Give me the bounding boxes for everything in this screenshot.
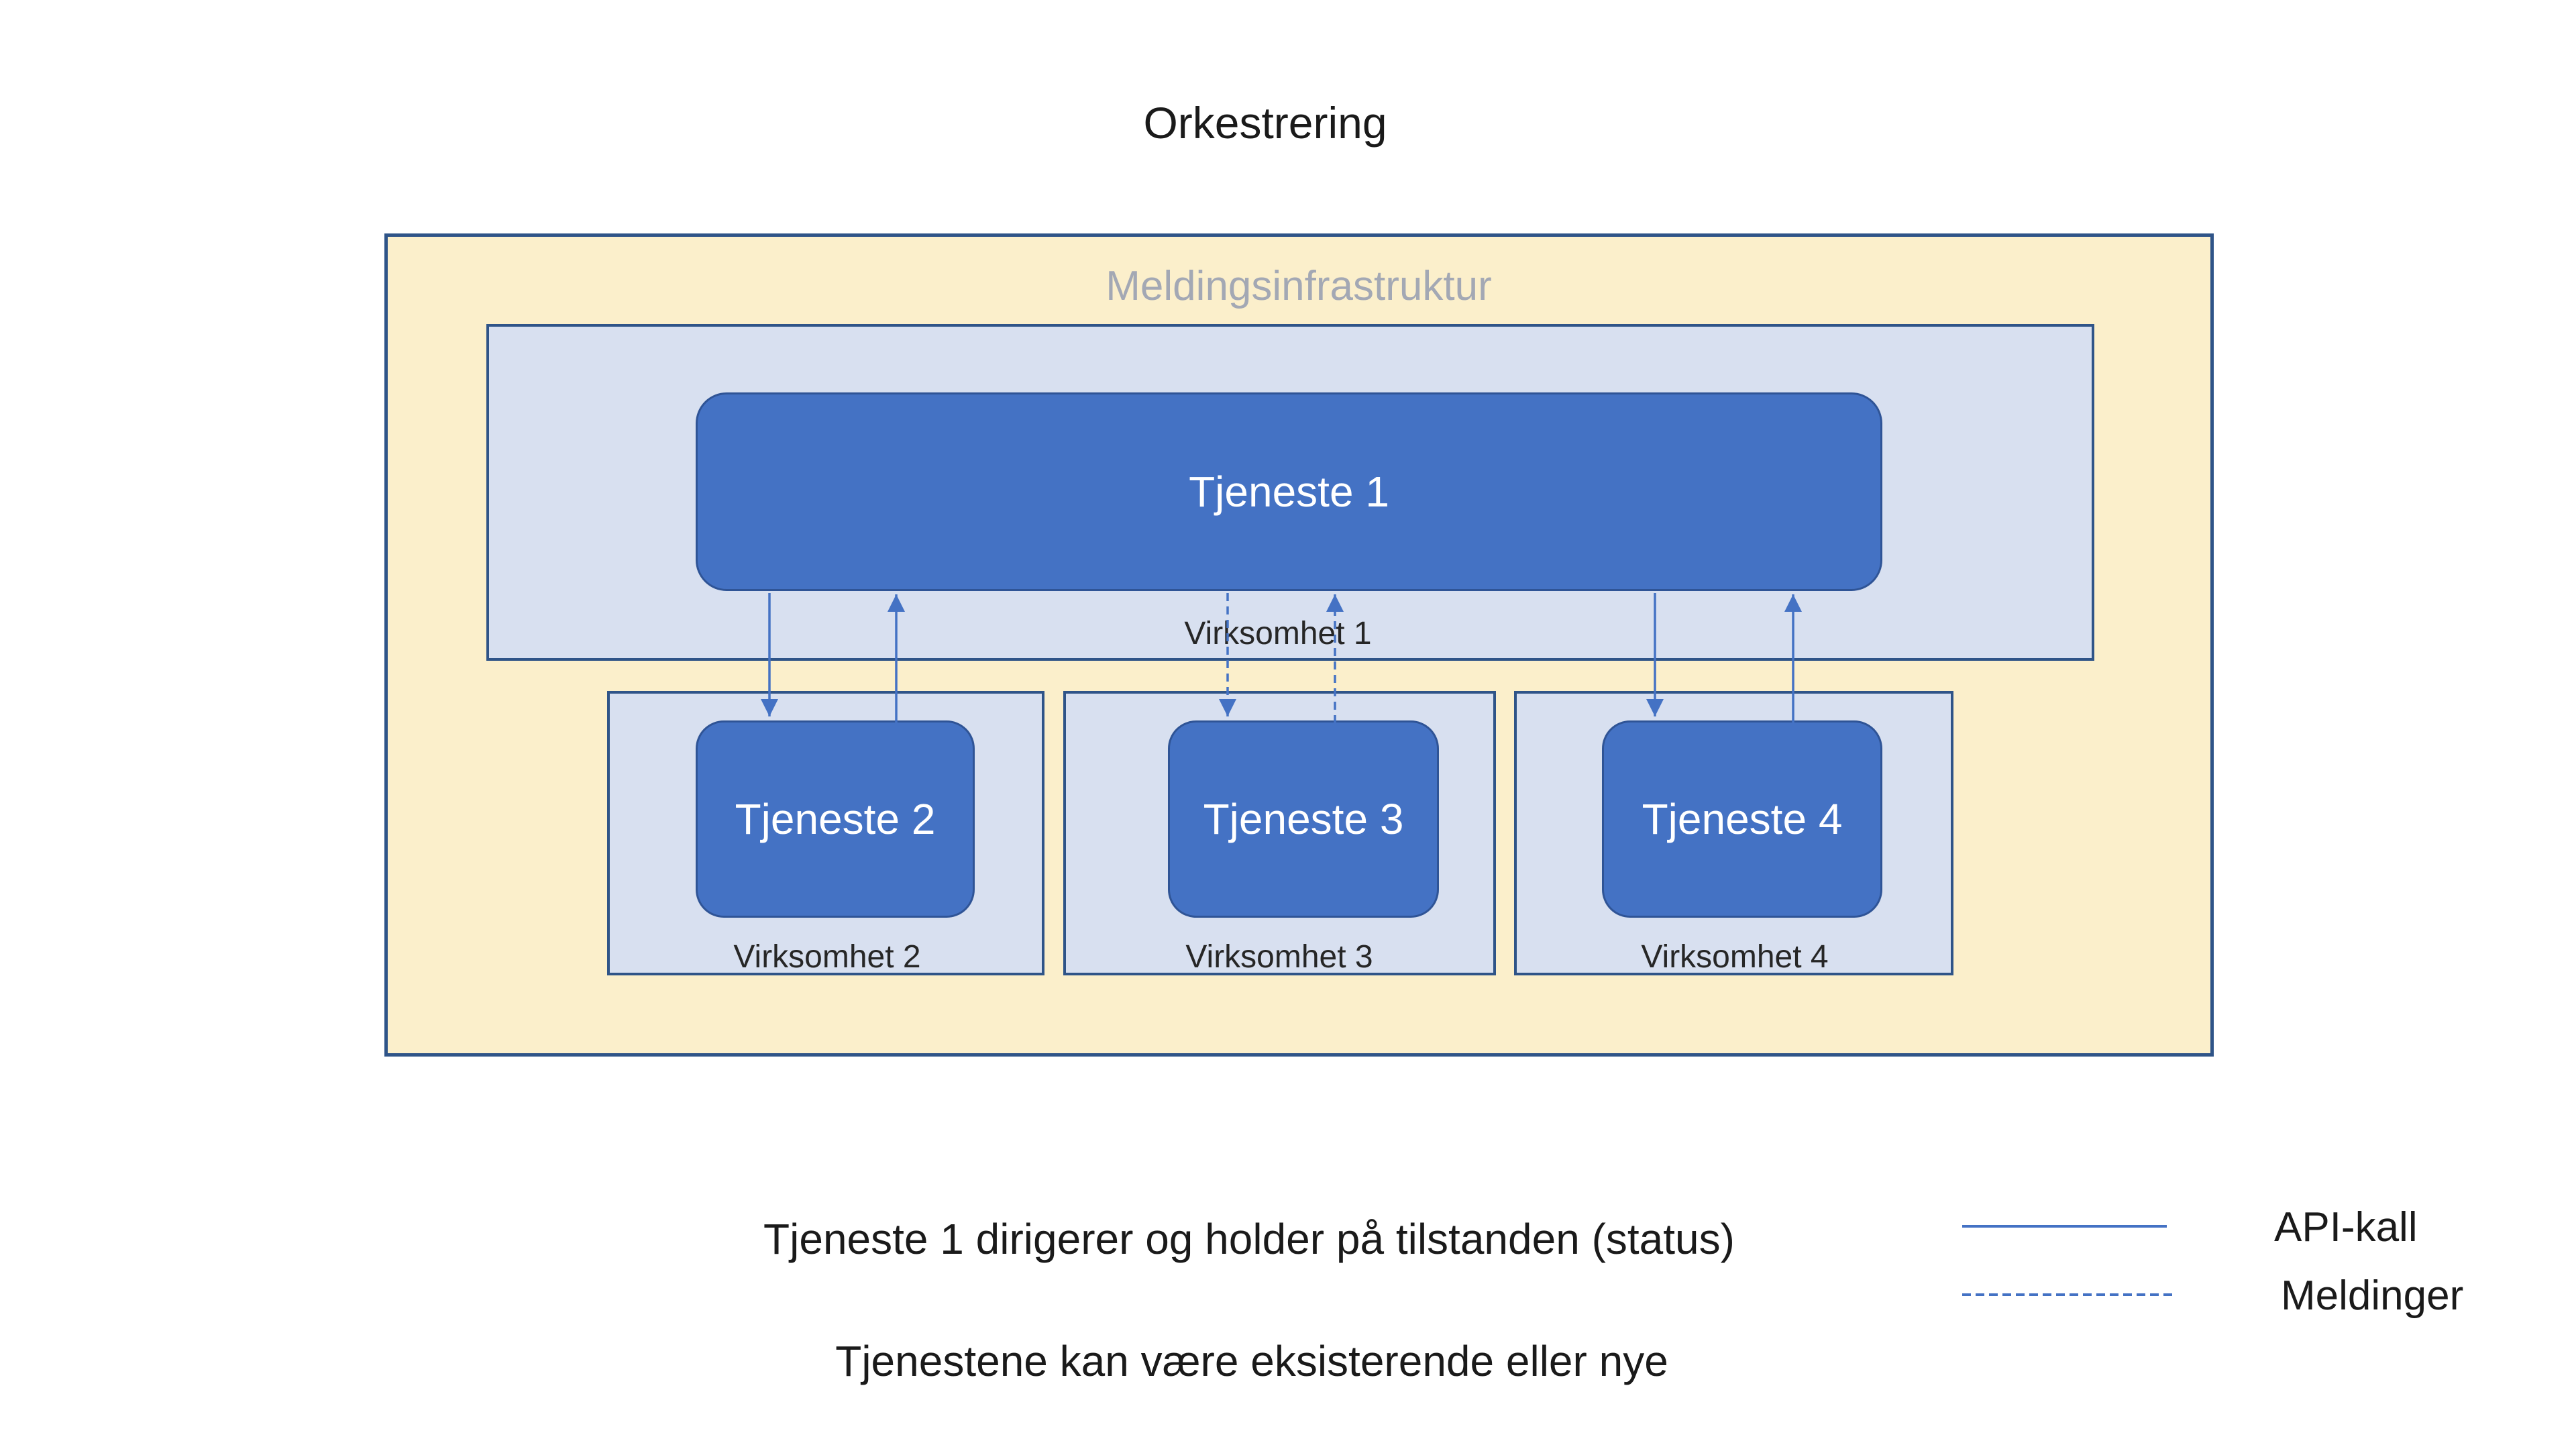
org3-label: Virksomhet 3 <box>1185 939 1373 975</box>
org1-label: Virksomhet 1 <box>1184 616 1372 651</box>
messaging-infrastructure-label: Meldingsinfrastruktur <box>1106 263 1492 309</box>
service4-box: Tjeneste 4 <box>1602 720 1882 918</box>
legend-api-label: API-kall <box>2274 1204 2418 1250</box>
service4-label: Tjeneste 4 <box>1642 795 1843 843</box>
page-title: Orkestrering <box>1143 98 1387 148</box>
service1-box: Tjeneste 1 <box>696 392 1882 591</box>
org4-label: Virksomhet 4 <box>1641 939 1829 975</box>
service3-box: Tjeneste 3 <box>1168 720 1439 918</box>
service1-label: Tjeneste 1 <box>1189 468 1389 516</box>
service3-label: Tjeneste 3 <box>1203 795 1404 843</box>
org2-label: Virksomhet 2 <box>733 939 921 975</box>
service2-box: Tjeneste 2 <box>696 720 975 918</box>
service2-label: Tjeneste 2 <box>735 795 936 843</box>
legend-messages-label: Meldinger <box>2281 1273 2464 1319</box>
note-line-1: Tjeneste 1 dirigerer og holder på tilsta… <box>763 1215 1735 1263</box>
note-line-2: Tjenestene kan være eksisterende eller n… <box>835 1337 1668 1385</box>
